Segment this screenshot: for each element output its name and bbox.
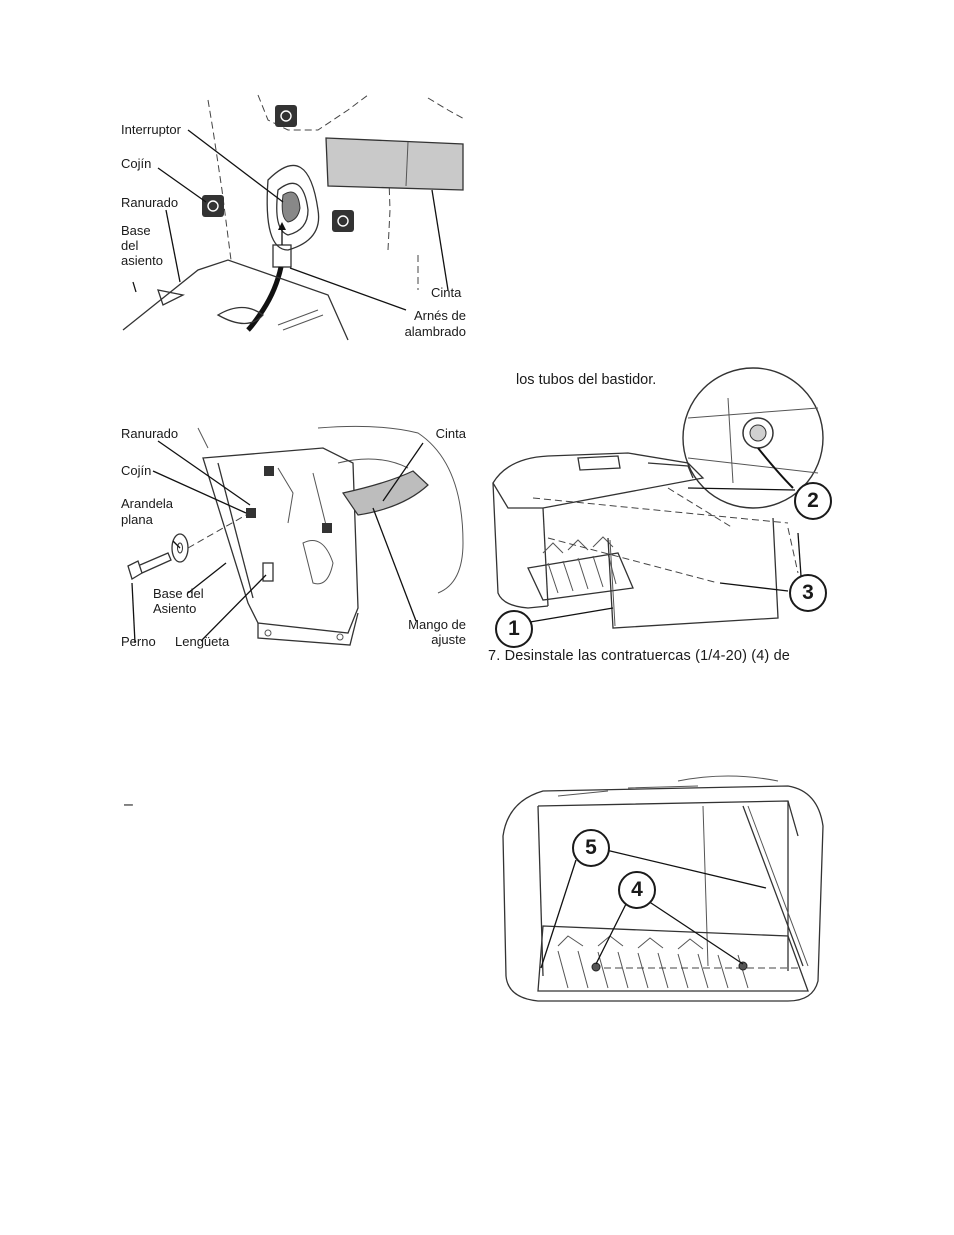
label-seat-base-3: asiento [121,253,163,268]
callout-3: 3 [789,574,827,612]
label-washer-1: Arandela [121,496,173,511]
text-step-7: 7. Desinstale las contratuercas (1/4-20)… [488,648,790,664]
label-tab: Lengüeta [175,634,229,649]
label-seat-base-2: del [121,238,138,253]
label-seat-base-1: Base del [153,586,204,601]
label-seat-base-2: Asiento [153,601,196,616]
label-bolt: Perno [121,634,156,649]
callout-5: 5 [572,829,610,867]
bagger-locknuts-drawing [498,776,828,1008]
label-slotted: Ranurado [121,426,178,441]
label-cushion: Cojín [121,156,151,171]
callout-1: 1 [495,610,533,648]
label-harness-2: alambrado [405,324,466,339]
figure-bagger-frame: 1 2 3 [488,378,834,644]
label-washer-2: plana [121,512,153,527]
label-strap: Cinta [431,285,461,300]
callout-2: 2 [794,482,832,520]
callout-4: 4 [618,871,656,909]
label-handle-2: ajuste [431,632,466,647]
label-harness-1: Arnés de [414,308,466,323]
label-cushion: Cojín [121,463,151,478]
figure-seat-base: Ranurado Cinta Cojín Arandela plana Base… [118,423,468,653]
bagger-frame-drawing [488,378,834,644]
figure-seat-switch: Interruptor Cojín Ranurado Base del asie… [118,90,468,342]
figure-bagger-locknuts: 5 4 [498,776,828,1008]
text-dash: – [124,796,133,814]
label-handle-1: Mango de [408,617,466,632]
label-slotted: Ranurado [121,195,178,210]
label-switch: Interruptor [121,122,181,137]
label-seat-base-1: Base [121,223,151,238]
label-strap: Cinta [436,426,466,441]
